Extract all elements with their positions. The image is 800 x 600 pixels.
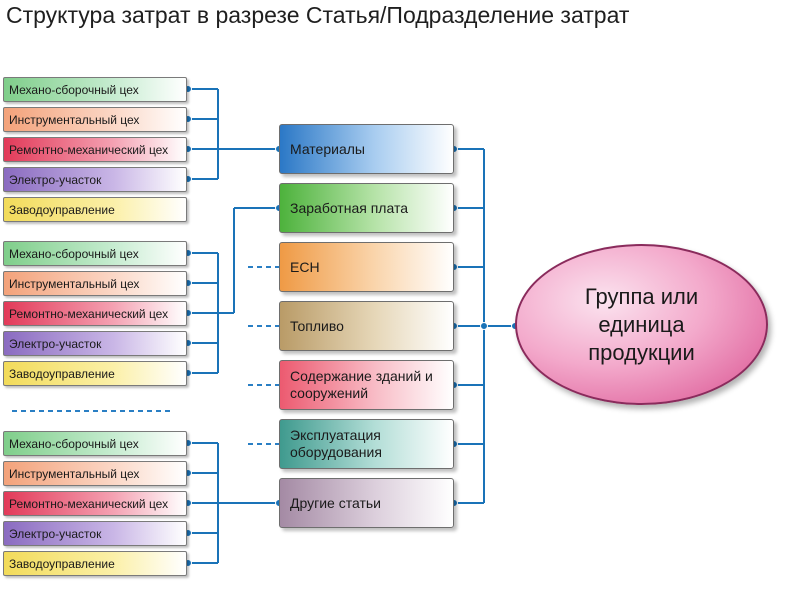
- product-group-label: Группа или единица продукции: [584, 283, 699, 365]
- dept-plant-mgmt-1: Заводоуправление: [3, 197, 187, 222]
- category-esn: ЕСН: [279, 242, 454, 292]
- dept-mech-assembly-2: Механо-сборочный цех: [3, 241, 187, 266]
- category-salary-label: Заработная плата: [290, 199, 408, 216]
- category-fuel-label: Топливо: [290, 317, 344, 334]
- category-equipment-label: Эксплуатация оборудования: [290, 427, 382, 460]
- category-materials-label: Материалы: [290, 140, 365, 157]
- dept-repair-shop-3: Ремонтно-механический цех: [3, 491, 187, 516]
- category-buildings: Содержание зданий и сооружений: [279, 360, 454, 410]
- dept-electro-2: Электро-участок: [3, 331, 187, 356]
- diagram-title: Структура затрат в разрезе Статья/Подраз…: [6, 2, 630, 28]
- dept-mech-assembly-1: Механо-сборочный цех: [3, 77, 187, 102]
- dept-plant-mgmt-2: Заводоуправление: [3, 361, 187, 386]
- dept-mech-assembly-3: Механо-сборочный цех: [3, 431, 187, 456]
- dept-electro-1: Электро-участок: [3, 167, 187, 192]
- dept-tool-shop-1: Инструментальный цех: [3, 107, 187, 132]
- category-buildings-label: Содержание зданий и сооружений: [290, 368, 433, 401]
- category-salary: Заработная плата: [279, 183, 454, 233]
- category-fuel: Топливо: [279, 301, 454, 351]
- product-group-ellipse: Группа или единица продукции: [515, 244, 768, 405]
- category-other-label: Другие статьи: [290, 494, 381, 511]
- dept-repair-shop-1: Ремонтно-механический цех: [3, 137, 187, 162]
- dept-plant-mgmt-3: Заводоуправление: [3, 551, 187, 576]
- category-other: Другие статьи: [279, 478, 454, 528]
- category-materials: Материалы: [279, 124, 454, 174]
- dept-repair-shop-2: Ремонтно-механический цех: [3, 301, 187, 326]
- category-equipment: Эксплуатация оборудования: [279, 419, 454, 469]
- dept-tool-shop-3: Инструментальный цех: [3, 461, 187, 486]
- dept-tool-shop-2: Инструментальный цех: [3, 271, 187, 296]
- dept-electro-3: Электро-участок: [3, 521, 187, 546]
- category-esn-label: ЕСН: [290, 258, 320, 275]
